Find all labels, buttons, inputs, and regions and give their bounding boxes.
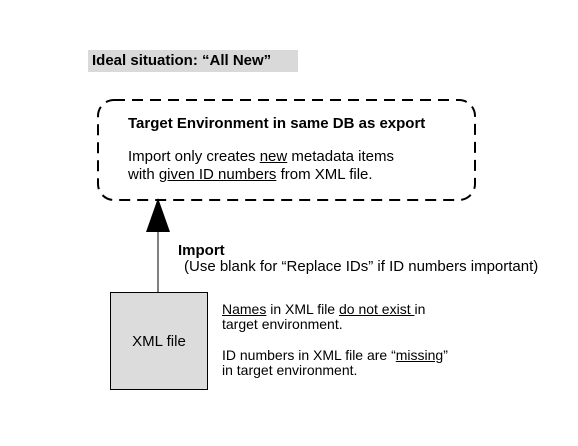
xml-file-label: XML file (132, 332, 186, 350)
target-environment-box (97, 99, 476, 201)
env-line1-pre: Import only creates (128, 148, 260, 165)
ids-note: ID numbers in XML file are “missing” in … (222, 348, 448, 378)
env-line2-pre: with (128, 166, 159, 183)
target-environment-line-2: with given ID numbers from XML file. (128, 166, 373, 183)
import-arrow-head (146, 198, 170, 232)
names-note-u1: Names (222, 301, 267, 317)
env-line1-underlined: new (259, 148, 288, 165)
xml-file-box: XML file (110, 292, 208, 390)
diagram-title: Ideal situation: “All New” (92, 52, 272, 69)
ids-note-pre: ID numbers in XML file are “ (222, 347, 396, 363)
target-environment-line-1: Import only creates new metadata items (128, 148, 394, 165)
names-note-u2: do not exist (338, 301, 415, 317)
ids-note-line-1: ID numbers in XML file are “missing” (222, 348, 448, 363)
env-line2-underlined: given ID numbers (158, 166, 277, 183)
names-note-mid: in XML file (266, 301, 339, 317)
title-banner (88, 50, 298, 72)
env-line1-post: metadata items (287, 148, 394, 165)
env-line2-post: from XML file. (276, 166, 373, 183)
names-note: Names in XML file do not exist in target… (222, 302, 425, 332)
import-note: (Use blank for “Replace IDs” if ID numbe… (184, 258, 539, 275)
ids-note-post: ” (443, 347, 448, 363)
target-environment-heading: Target Environment in same DB as export (128, 115, 426, 132)
import-label: Import (178, 242, 225, 259)
ids-note-line-2: in target environment. (222, 362, 358, 378)
names-note-line-2: target environment. (222, 316, 343, 332)
names-note-post: in (414, 301, 426, 317)
names-note-line-1: Names in XML file do not exist in (222, 302, 425, 317)
ids-note-underlined: missing (395, 347, 444, 363)
